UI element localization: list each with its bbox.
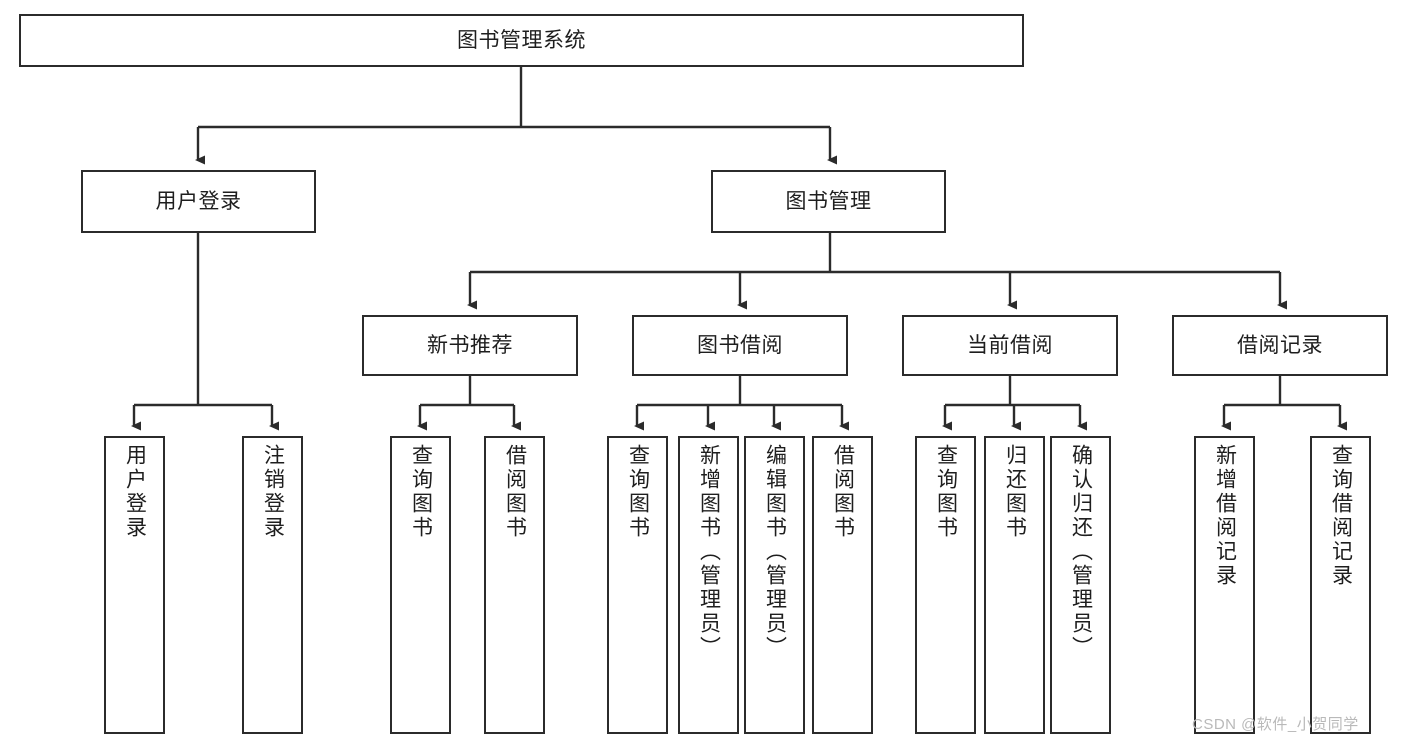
node-root-book-management-system[interactable]: 图书管理系统 <box>19 14 1024 67</box>
leaf-query-book-current[interactable]: 查询图书 <box>915 436 976 734</box>
node-label: 查询图书 <box>626 444 650 540</box>
node-label: 新增借阅记录 <box>1213 444 1237 588</box>
csdn-watermark: CSDN @软件_小贺同学 <box>1192 716 1359 733</box>
leaf-add-borrow-record[interactable]: 新增借阅记录 <box>1194 436 1255 734</box>
leaf-query-book-recommend[interactable]: 查询图书 <box>390 436 451 734</box>
node-label: 用户登录 <box>155 189 242 213</box>
node-label: 注销登录 <box>261 444 285 540</box>
node-book-management[interactable]: 图书管理 <box>711 170 946 233</box>
node-label: 新书推荐 <box>427 333 513 357</box>
node-label: 借阅图书 <box>503 444 527 540</box>
node-label: 编辑图书（管理员） <box>763 444 787 660</box>
leaf-borrow-book[interactable]: 借阅图书 <box>812 436 873 734</box>
node-new-book-recommend[interactable]: 新书推荐 <box>362 315 578 376</box>
node-current-borrow[interactable]: 当前借阅 <box>902 315 1118 376</box>
node-label: 用户登录 <box>123 444 147 540</box>
node-label: 图书管理 <box>785 189 872 213</box>
leaf-query-borrow-record[interactable]: 查询借阅记录 <box>1310 436 1371 734</box>
node-label: 新增图书（管理员） <box>697 444 721 660</box>
node-label: 归还图书 <box>1003 444 1027 540</box>
node-label: 图书管理系统 <box>457 28 586 52</box>
node-label: 借阅记录 <box>1237 333 1323 357</box>
node-user-login[interactable]: 用户登录 <box>81 170 316 233</box>
leaf-logout[interactable]: 注销登录 <box>242 436 303 734</box>
node-label: 借阅图书 <box>831 444 855 540</box>
leaf-borrow-book-recommend[interactable]: 借阅图书 <box>484 436 545 734</box>
node-book-borrow[interactable]: 图书借阅 <box>632 315 848 376</box>
leaf-edit-book-admin[interactable]: 编辑图书（管理员） <box>744 436 805 734</box>
leaf-add-book-admin[interactable]: 新增图书（管理员） <box>678 436 739 734</box>
leaf-query-book-borrow[interactable]: 查询图书 <box>607 436 668 734</box>
leaf-user-login[interactable]: 用户登录 <box>104 436 165 734</box>
node-label: 确认归还（管理员） <box>1069 444 1093 660</box>
node-label: 图书借阅 <box>697 333 783 357</box>
leaf-return-book[interactable]: 归还图书 <box>984 436 1045 734</box>
node-label: 查询借阅记录 <box>1329 444 1353 588</box>
node-label: 查询图书 <box>409 444 433 540</box>
leaf-confirm-return-admin[interactable]: 确认归还（管理员） <box>1050 436 1111 734</box>
node-label: 查询图书 <box>934 444 958 540</box>
node-borrow-record[interactable]: 借阅记录 <box>1172 315 1388 376</box>
node-label: 当前借阅 <box>967 333 1053 357</box>
